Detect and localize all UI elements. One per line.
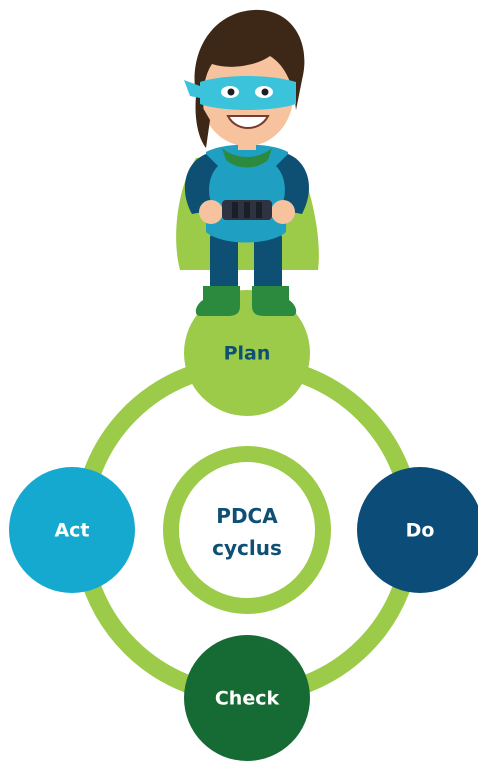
hero-belt-detail: [256, 202, 262, 218]
node-act: Act: [9, 467, 135, 593]
hero-pupil-left: [227, 88, 235, 96]
hero-mask-tail: [184, 80, 200, 98]
hero-arm-right: [276, 154, 310, 214]
node-do-label: Do: [406, 520, 435, 542]
hero-boot-right: [252, 286, 297, 316]
node-do: Do: [357, 467, 478, 593]
hero-hair-side: [195, 96, 210, 148]
center-ring: [163, 446, 331, 614]
hero-belt-detail: [244, 202, 250, 218]
superhero-kid-icon: [176, 9, 319, 316]
node-check: Check: [184, 635, 310, 761]
hero-leg-right: [254, 232, 282, 292]
hero-belt-detail: [232, 202, 238, 218]
node-do-circle: [357, 467, 478, 593]
hero-hair: [194, 9, 305, 118]
center-title: PDCA: [216, 504, 278, 528]
hero-collar: [222, 148, 272, 168]
node-plan-circle: [184, 290, 310, 416]
node-check-label: Check: [215, 688, 280, 710]
node-plan: Plan: [184, 290, 310, 416]
hero-hand-left: [199, 200, 223, 224]
hero-boot-left: [195, 286, 240, 316]
hero-hand-right: [271, 200, 295, 224]
node-check-circle: [184, 635, 310, 761]
hero-smile: [226, 115, 270, 129]
hero-leg-left: [210, 232, 238, 292]
node-act-label: Act: [54, 520, 89, 542]
node-plan-label: Plan: [224, 343, 271, 365]
hero-arm-left: [184, 154, 218, 214]
node-act-circle: [9, 467, 135, 593]
hero-mask: [200, 76, 296, 110]
hero-pupil-right: [261, 88, 269, 96]
center-subtitle: cyclus: [212, 536, 282, 560]
center-hub: PDCA cyclus: [163, 446, 331, 614]
